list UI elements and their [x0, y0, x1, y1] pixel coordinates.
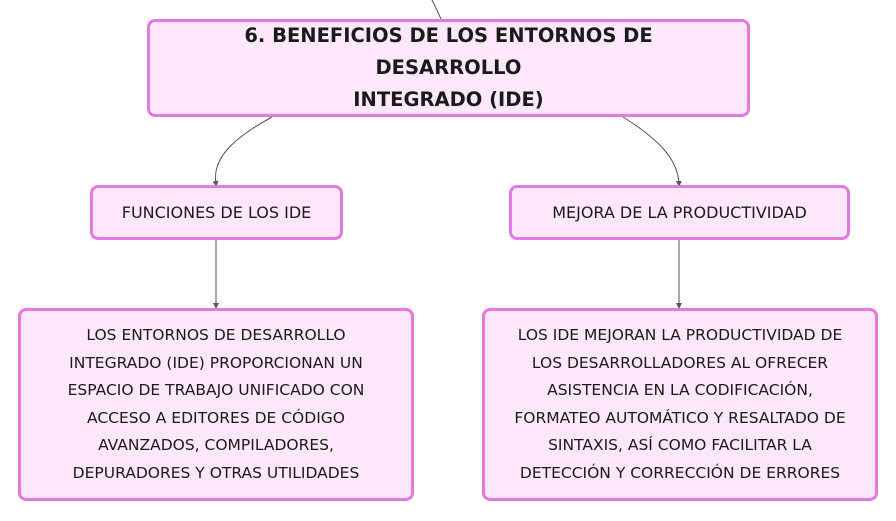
branch-node-funciones[interactable]: FUNCIONES DE LOS IDE	[90, 185, 343, 240]
detail-node-funciones[interactable]: LOS ENTORNOS DE DESARROLLO INTEGRADO (ID…	[18, 308, 414, 501]
root-title: 6. BENEFICIOS DE LOS ENTORNOS DE DESARRO…	[244, 24, 653, 111]
branch-label-productividad: MEJORA DE LA PRODUCTIVIDAD	[552, 202, 807, 222]
detail-text-funciones: LOS ENTORNOS DE DESARROLLO INTEGRADO (ID…	[67, 326, 365, 482]
branch-node-productividad[interactable]: MEJORA DE LA PRODUCTIVIDAD	[509, 185, 850, 240]
connector-parent-to-root	[431, 0, 442, 20]
connector-root-to-funciones	[212, 116, 273, 187]
connector-root-to-productividad	[622, 116, 682, 187]
detail-text-productividad: LOS IDE MEJORAN LA PRODUCTIVIDAD DE LOS …	[514, 326, 846, 482]
branch-label-funciones: FUNCIONES DE LOS IDE	[121, 202, 312, 222]
root-node[interactable]: 6. BENEFICIOS DE LOS ENTORNOS DE DESARRO…	[147, 19, 750, 117]
detail-node-productividad[interactable]: LOS IDE MEJORAN LA PRODUCTIVIDAD DE LOS …	[482, 308, 878, 501]
